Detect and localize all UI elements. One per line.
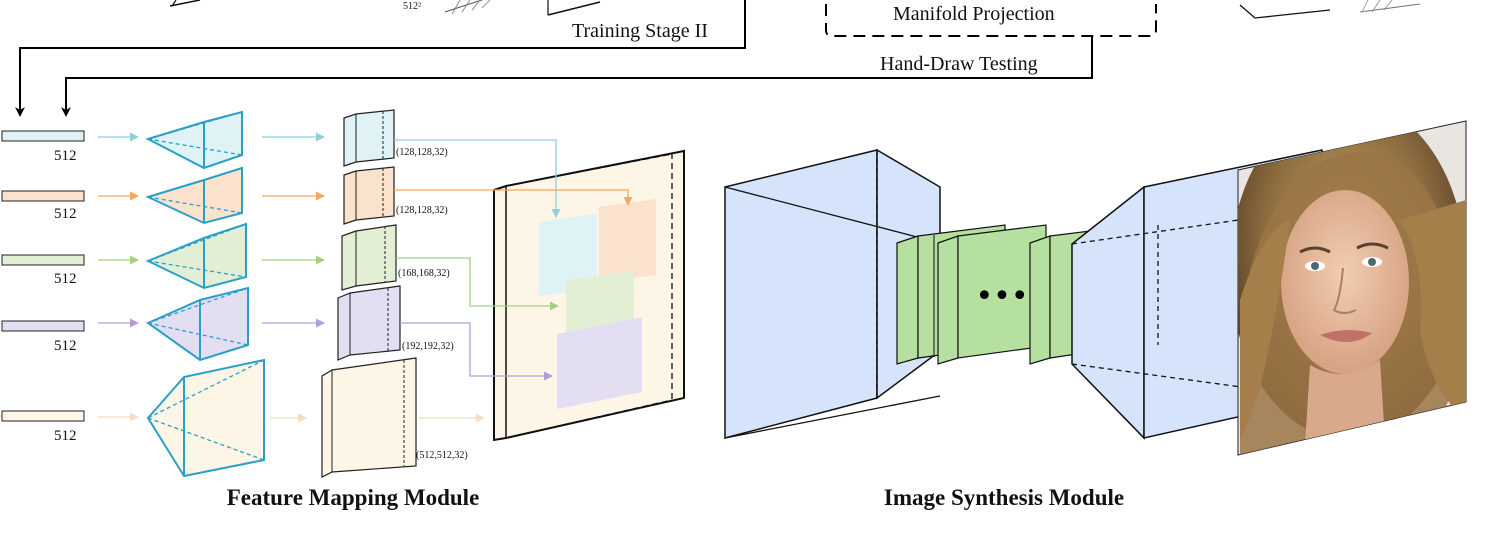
route-arrow-purple	[400, 322, 553, 381]
feature-map-block	[341, 224, 397, 291]
image-synthesis-title: Image Synthesis Module	[884, 485, 1124, 510]
manifold-projection-box: Manifold Projection	[825, 3, 1157, 37]
feature-row-4: 512 (192,192,32)	[1, 285, 454, 362]
mapping-prism	[145, 166, 243, 225]
feature-row-2: 512 (128,128,32)	[1, 166, 448, 225]
feature-mapping-title: Feature Mapping Module	[227, 485, 480, 510]
map-size-label: (512,512,32)	[416, 450, 468, 461]
vector-dim-label: 512	[54, 206, 77, 222]
vector-dim-label: 512	[54, 428, 77, 444]
latent-vector-bar	[1, 320, 85, 332]
feature-map-block	[343, 166, 395, 225]
patch-orange	[599, 199, 656, 283]
route-arrow-green	[396, 257, 559, 311]
map-size-label: (128,128,32)	[396, 147, 448, 158]
patch-cyan	[539, 214, 597, 296]
mapping-prism	[145, 286, 249, 362]
feature-map-block	[321, 357, 417, 478]
vector-dim-label: 512	[54, 338, 77, 354]
feature-row-1: 512 (128,128,32)	[1, 109, 448, 170]
feature-row-5: 512 (512,512,32)	[1, 357, 485, 478]
training-stage-box: Training Stage II	[15, 0, 746, 117]
latent-vector-bar	[1, 254, 85, 266]
hand-draw-testing-route: Hand-Draw Testing	[61, 36, 1093, 117]
residual-blocks: •••	[896, 224, 1091, 365]
mapping-prism	[145, 110, 243, 170]
training-stage-label: Training Stage II	[572, 20, 708, 42]
composite-feature-canvas	[493, 149, 685, 442]
latent-vector-bar	[1, 130, 85, 142]
feature-mapping-module: 512 (128,128,32) 512	[1, 109, 685, 510]
mapping-prism	[145, 222, 247, 290]
hand-draw-testing-label: Hand-Draw Testing	[880, 53, 1038, 75]
manifold-projection-label: Manifold Projection	[893, 3, 1055, 25]
feature-map-block	[337, 285, 401, 361]
ellipsis-dots: •••	[975, 279, 1028, 314]
map-size-label: (128,128,32)	[396, 205, 448, 216]
vector-dim-label: 512	[54, 148, 77, 164]
latent-vector-bar	[1, 190, 85, 202]
map-size-label: (168,168,32)	[398, 268, 450, 279]
output-face-image	[1237, 120, 1467, 456]
route-arrow-cyan	[394, 139, 561, 218]
map-size-label: (192,192,32)	[402, 341, 454, 352]
top-fragment: 512²	[169, 0, 1421, 19]
feature-map-block	[343, 109, 395, 167]
image-synthesis-module: •••	[724, 120, 1467, 510]
route-arrow-orange	[394, 189, 633, 206]
mapping-prism	[146, 358, 265, 478]
latent-vector-bar	[1, 410, 85, 422]
partial-dim-label: 512²	[403, 1, 421, 12]
vector-dim-label: 512	[54, 271, 77, 287]
feature-row-3: 512 (168,168,32)	[1, 222, 450, 291]
patch-purple	[557, 317, 642, 409]
